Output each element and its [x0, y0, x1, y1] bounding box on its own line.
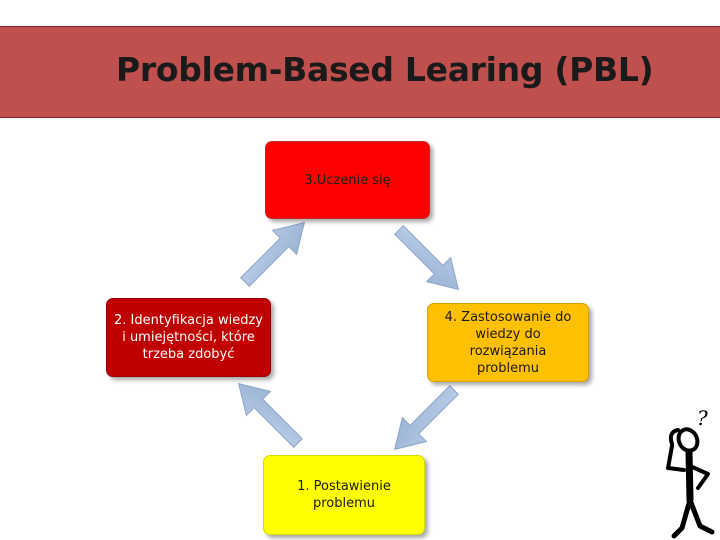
- question-mark-icon: ?: [697, 406, 708, 430]
